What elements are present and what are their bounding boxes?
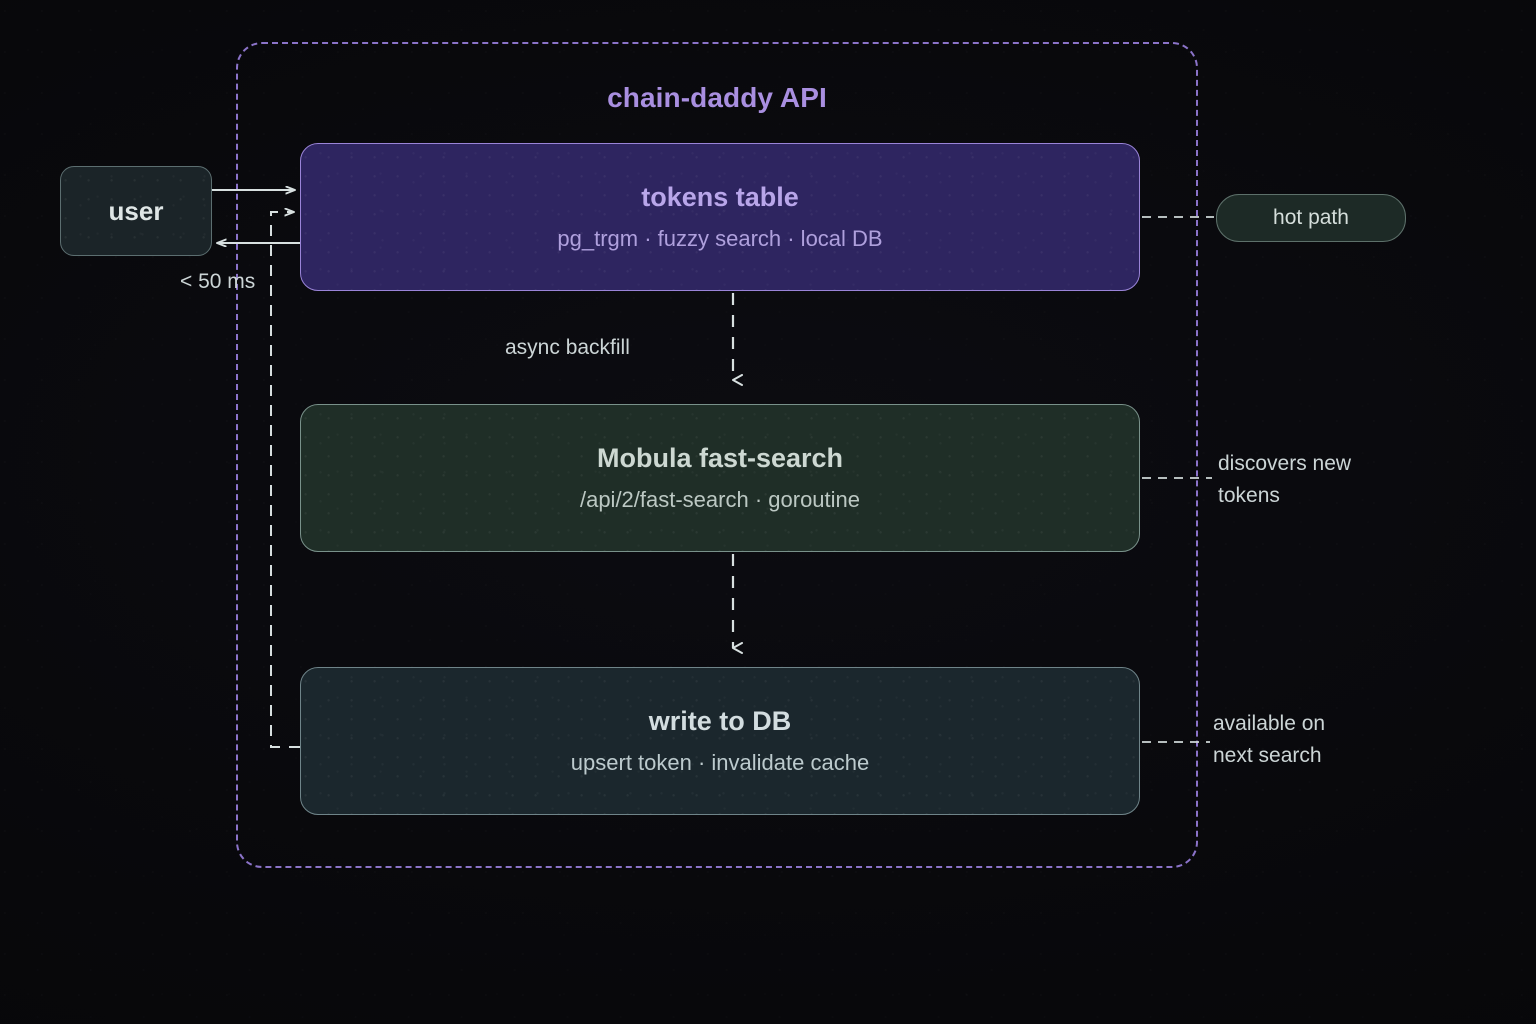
api-boundary-container	[236, 42, 1198, 868]
node-texture	[301, 405, 1139, 551]
node-tokens-title: tokens table	[641, 182, 799, 213]
label-available-next-search: available on next search	[1213, 712, 1326, 767]
edge-writedb-to-tokens	[270, 212, 300, 748]
node-tokens-subtitle: pg_trgm · fuzzy search · local DB	[557, 225, 883, 251]
node-mobula-subtitle: /api/2/fast-search · goroutine	[579, 486, 861, 512]
label-async-backfill: async backfill	[505, 336, 630, 359]
node-write-to-db[interactable]: write to DB upsert token · invalidate ca…	[300, 667, 1140, 815]
api-title: chain-daddy API	[607, 82, 827, 113]
node-texture	[301, 668, 1139, 814]
node-mobula-title: Mobula fast-search	[596, 443, 844, 474]
badge-hot-path-label: hot path	[1273, 206, 1349, 229]
node-mobula-fast-search[interactable]: Mobula fast-search /api/2/fast-search · …	[300, 404, 1140, 552]
node-user-title: user	[108, 195, 164, 226]
badge-hot-path[interactable]: hot path	[1216, 194, 1406, 242]
label-discovers-new-tokens: discovers new tokens	[1218, 452, 1352, 507]
node-tokens-table[interactable]: tokens table pg_trgm · fuzzy search · lo…	[300, 143, 1140, 291]
node-user[interactable]: user	[60, 166, 212, 256]
node-texture	[301, 144, 1139, 290]
label-latency: < 50 ms	[180, 270, 256, 293]
node-writedb-subtitle: upsert token · invalidate cache	[570, 749, 870, 775]
node-writedb-title: write to DB	[648, 706, 792, 737]
